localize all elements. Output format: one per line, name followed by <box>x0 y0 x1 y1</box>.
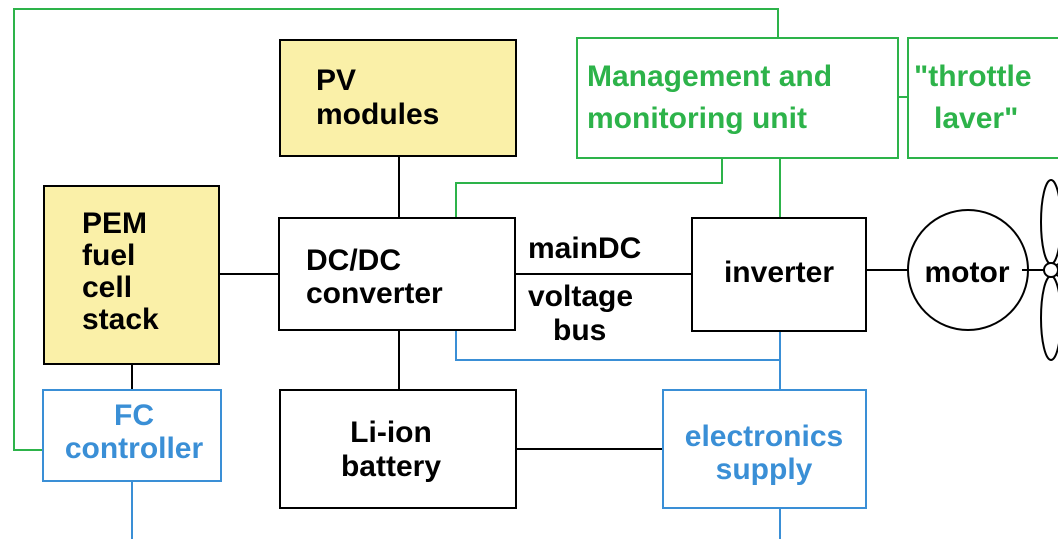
blue-wires <box>131 330 781 539</box>
pv-modules-box <box>279 39 517 157</box>
dcdc-label-2: converter <box>306 277 443 310</box>
battery-box <box>279 389 517 509</box>
pv-modules-block: PV modules <box>279 39 517 157</box>
bus-label-3: bus <box>553 314 606 347</box>
management-label-1: Management and <box>587 60 832 93</box>
pem-label-1: PEM <box>82 207 147 240</box>
propeller-icon <box>1022 179 1058 361</box>
throttle-laver-block: "throttle laver" <box>907 37 1058 159</box>
propeller-blade-bottom <box>1040 275 1058 361</box>
wire-fc-to-management <box>13 8 779 451</box>
management-unit-box <box>576 37 899 159</box>
management-label-2: monitoring unit <box>587 102 807 135</box>
throttle-laver-box <box>907 37 1058 159</box>
electronics-supply-label-2: supply <box>716 453 813 486</box>
wire-fc-to-electronics-bottom <box>131 481 781 539</box>
electronics-supply-label-1: electronics <box>685 420 843 453</box>
throttle-label-1: "throttle <box>914 60 1032 93</box>
motor-label: motor <box>925 256 1010 289</box>
wire-dcdc-to-inverter-supply <box>455 330 780 361</box>
propeller-blade-top <box>1040 179 1058 265</box>
dcdc-label-1: DC/DC <box>306 244 401 277</box>
pem-label-3: cell <box>82 271 132 304</box>
fc-controller-block: FC controller <box>42 389 222 482</box>
dcdc-converter-block: DC/DC converter <box>278 217 516 331</box>
bus-label-1: mainDC <box>528 232 641 265</box>
electronics-supply-block: electronics supply <box>662 389 867 509</box>
throttle-label-2: laver" <box>934 102 1018 135</box>
inverter-block: inverter <box>691 217 867 332</box>
main-dc-bus-label: mainDC voltage bus <box>528 232 641 347</box>
fc-controller-label-1: FC <box>114 399 154 432</box>
inverter-box <box>691 217 867 332</box>
propeller-hub <box>1043 262 1058 278</box>
battery-block: Li-ion battery <box>279 389 517 509</box>
pem-fuel-cell-block: PEM fuel cell stack <box>43 185 220 365</box>
motor-block: motor <box>907 209 1029 331</box>
pem-label-4: stack <box>82 303 159 336</box>
pv-modules-label-1: PV <box>316 64 356 97</box>
pem-fuel-cell-box <box>43 185 220 365</box>
wire-management-to-dcdc <box>455 158 723 218</box>
green-wires <box>13 8 908 451</box>
fc-controller-box <box>42 389 222 482</box>
fc-controller-label-2: controller <box>65 432 204 465</box>
black-wires <box>131 156 908 450</box>
pem-label-2: fuel <box>82 239 135 272</box>
pv-modules-label-2: modules <box>316 98 439 131</box>
dcdc-converter-box <box>278 217 516 331</box>
bus-label-2: voltage <box>528 280 633 313</box>
battery-label-1: Li-ion <box>350 416 432 449</box>
inverter-label: inverter <box>724 256 834 289</box>
battery-label-2: battery <box>341 450 441 483</box>
management-unit-block: Management and monitoring unit <box>576 37 899 159</box>
electronics-supply-box <box>662 389 867 509</box>
